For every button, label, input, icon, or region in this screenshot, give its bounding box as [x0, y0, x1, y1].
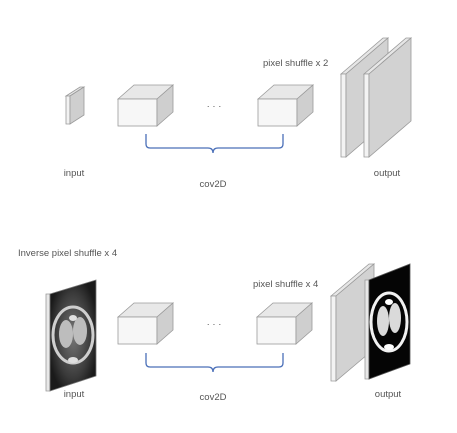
inverse-shuffle-label: Inverse pixel shuffle x 4: [18, 248, 117, 259]
top-output-label: output: [374, 168, 401, 179]
bottom-conv-box-1: [116, 302, 175, 345]
top-conv-brace: [145, 134, 284, 154]
bottom-conv-label: cov2D: [200, 392, 227, 403]
bottom-conv-box-2: [255, 302, 314, 345]
top-conv-box-1: [116, 84, 175, 127]
bottom-input-ct-image: [45, 279, 97, 392]
bottom-input-label: input: [64, 389, 85, 400]
top-input-slab: [64, 86, 86, 125]
bottom-output-label: output: [375, 389, 402, 400]
top-conv-label: cov2D: [200, 179, 227, 190]
bottom-output-ct-image: [364, 263, 411, 380]
top-input-label: input: [64, 168, 85, 179]
bottom-ellipsis: · · ·: [207, 319, 222, 330]
top-output-slab-2: [362, 37, 413, 158]
top-diagram: · · · pixel shuffle x 2 input cov2D outp…: [64, 37, 413, 190]
bottom-conv-brace: [145, 353, 284, 373]
top-ellipsis: · · ·: [207, 101, 222, 112]
top-conv-box-2: [256, 84, 315, 127]
top-shuffle-label: pixel shuffle x 2: [263, 58, 328, 69]
bottom-shuffle-label: pixel shuffle x 4: [253, 279, 318, 290]
bottom-diagram: Inverse pixel shuffle x 4 · · ·: [18, 248, 411, 403]
